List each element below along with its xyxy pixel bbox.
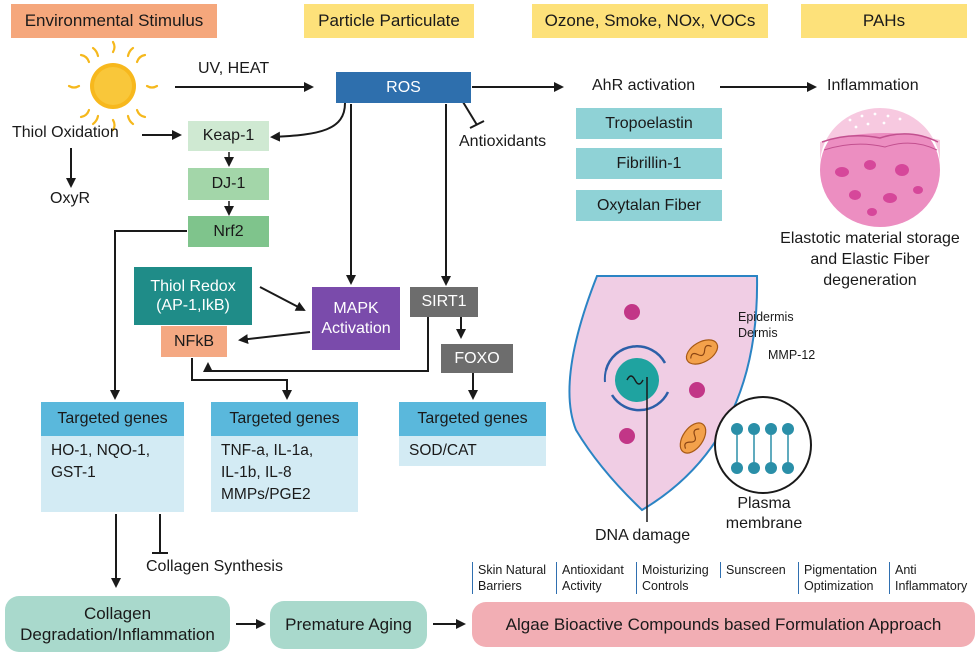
app-moisturizing-controls: Moisturizing Controls xyxy=(636,562,709,594)
inflammation-label: Inflammation xyxy=(827,77,919,94)
app-skin-barriers-line-1: Skin Natural xyxy=(478,563,547,577)
dna-damage-label: DNA damage xyxy=(595,527,691,544)
nrf2-box: Nrf2 xyxy=(188,216,269,247)
app-antioxidant-activity: Antioxidant Activity xyxy=(556,562,624,594)
dj1-box: DJ-1 xyxy=(188,168,269,200)
arrow-sirt1-to-nfkb xyxy=(203,317,429,372)
targeted-genes-2-header: Targeted genes xyxy=(211,402,358,436)
sirt1-box: SIRT1 xyxy=(410,287,478,317)
dermis-label: Dermis xyxy=(738,326,778,340)
app-antioxidant-line-2: Activity xyxy=(562,579,602,593)
app-anti-inflammatory-line-1: Anti xyxy=(895,563,917,577)
tropoelastin-box: Tropoelastin xyxy=(576,108,722,139)
antioxidants-label: Antioxidants xyxy=(459,133,547,150)
thiol-redox-box: Thiol Redox (AP-1,IkB) xyxy=(134,267,252,325)
targeted-genes-3-header: Targeted genes xyxy=(399,402,546,436)
ros-box: ROS xyxy=(336,72,471,103)
oxytalan-fiber-box: Oxytalan Fiber xyxy=(576,190,722,221)
uv-heat-label: UV, HEAT xyxy=(198,60,270,77)
skin-cell-illustration xyxy=(568,275,812,522)
app-pigmentation-line-2: Optimization xyxy=(804,579,874,593)
fibrillin-box: Fibrillin-1 xyxy=(576,148,722,179)
elastotic-caption: Elastotic material storage and Elastic F… xyxy=(760,228,980,291)
mmp12-label: MMP-12 xyxy=(768,348,816,362)
app-anti-inflammatory-line-2: Inflammatory xyxy=(895,579,968,593)
header-ozone-smoke: Ozone, Smoke, NOx, VOCs xyxy=(532,4,768,38)
collagen-synthesis-label: Collagen Synthesis xyxy=(146,558,283,575)
plasma-membrane-label: Plasma membrane xyxy=(722,494,806,534)
app-pigmentation-optimization: Pigmentation Optimization xyxy=(798,562,877,594)
header-particle-particulate: Particle Particulate xyxy=(304,4,474,38)
ahr-activation-label: AhR activation xyxy=(592,77,696,94)
genes-2-line-1: TNF-a, IL-1a, xyxy=(221,442,314,459)
collagen-degradation-line-2: Degradation/Inflammation xyxy=(20,625,215,644)
collagen-degradation-line-1: Collagen xyxy=(83,603,152,623)
collagen-degradation-box: Collagen Degradation/Inflammation xyxy=(5,596,230,652)
app-sunscreen: Sunscreen xyxy=(720,562,786,578)
app-moisturizing-line-1: Moisturizing xyxy=(642,563,709,577)
arrow-nrf2-to-genes1 xyxy=(110,230,187,400)
genes-1-line-1: HO-1, NQO-1, xyxy=(51,442,151,459)
app-skin-barriers: Skin Natural Barriers xyxy=(472,562,546,594)
genes-2-line-2: IL-1b, IL-8 xyxy=(221,464,292,481)
epidermis-label: Epidermis xyxy=(738,310,794,324)
sun-icon xyxy=(67,40,159,132)
inhibit-antioxidants xyxy=(462,101,478,126)
keap1-box: Keap-1 xyxy=(188,121,269,151)
app-antioxidant-line-1: Antioxidant xyxy=(562,563,624,577)
arrow-redox-to-mapk xyxy=(259,286,306,311)
app-moisturizing-line-2: Controls xyxy=(642,579,689,593)
genes-2-line-3: MMPs/PGE2 xyxy=(221,486,311,503)
thiol-redox-line-1: Thiol Redox xyxy=(150,277,236,295)
arrow-ros-to-keap1 xyxy=(270,102,346,142)
oxyr-label: OxyR xyxy=(50,190,90,207)
arrow-mapk-to-nfkb xyxy=(238,331,311,345)
app-pigmentation-line-1: Pigmentation xyxy=(804,563,877,577)
elastotic-line-1: Elastotic material storage xyxy=(780,230,960,247)
mapk-line-1: MAPK xyxy=(333,300,379,318)
targeted-genes-2-body: TNF-a, IL-1a, IL-1b, IL-8 MMPs/PGE2 xyxy=(211,436,358,512)
app-skin-barriers-line-2: Barriers xyxy=(478,579,522,593)
elastotic-line-3: degeneration xyxy=(823,272,917,289)
arrow-nfkb-to-genes2 xyxy=(191,358,292,400)
algae-formulation-box: Algae Bioactive Compounds based Formulat… xyxy=(472,602,975,647)
nfkb-box: NFkB xyxy=(161,326,227,357)
plasma-line-1: Plasma xyxy=(737,495,791,512)
mapk-line-2: Activation xyxy=(321,319,391,337)
app-sunscreen-line-1: Sunscreen xyxy=(726,563,786,577)
thiol-redox-line-2: (AP-1,IkB) xyxy=(156,297,230,314)
thiol-oxidation-label: Thiol Oxidation xyxy=(12,124,119,141)
app-anti-inflammatory: Anti Inflammatory xyxy=(889,562,967,594)
genes-1-line-2: GST-1 xyxy=(51,464,96,481)
genes-3-line-1: SOD/CAT xyxy=(409,442,477,459)
mapk-activation-box: MAPK Activation xyxy=(312,287,400,350)
targeted-genes-3-body: SOD/CAT xyxy=(399,436,546,466)
header-environmental-stimulus: Environmental Stimulus xyxy=(11,4,217,38)
premature-aging-box: Premature Aging xyxy=(270,601,427,649)
inflamed-skin-illustration xyxy=(820,108,940,227)
elastotic-line-2: and Elastic Fiber xyxy=(810,251,930,268)
header-pahs: PAHs xyxy=(801,4,967,38)
plasma-line-2: membrane xyxy=(725,515,803,532)
targeted-genes-1-body: HO-1, NQO-1, GST-1 xyxy=(41,436,184,512)
foxo-box: FOXO xyxy=(441,344,513,373)
targeted-genes-1-header: Targeted genes xyxy=(41,402,184,436)
